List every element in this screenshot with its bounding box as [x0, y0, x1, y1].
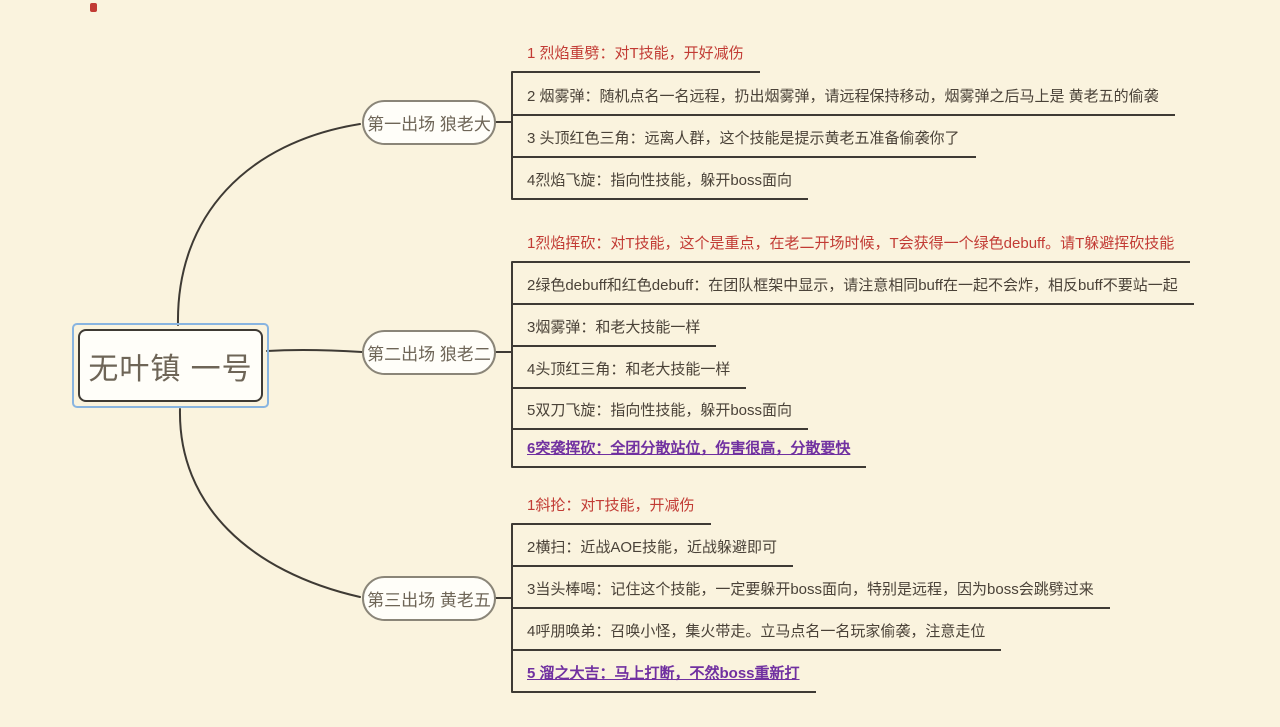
leaf-topic[interactable]: 2 烟雾弹：随机点名一名远程，扔出烟雾弹，请远程保持移动，烟雾弹之后马上是 黄老…	[512, 86, 1175, 116]
leaf-topic[interactable]: 5 溜之大吉：马上打断，不然boss重新打	[512, 663, 816, 693]
leaf-topic[interactable]: 4头顶红三角：和老大技能一样	[512, 359, 747, 389]
leaf-topic[interactable]: 3当头棒喝：记住这个技能，一定要躲开boss面向，特别是远程，因为boss会跳劈…	[512, 579, 1110, 609]
curve-root-to-branch1	[176, 123, 361, 326]
leaf-topic[interactable]: 5双刀飞旋：指向性技能，躲开boss面向	[512, 400, 809, 430]
spine-branch3	[495, 523, 513, 693]
curve-root-to-branch3	[178, 408, 361, 598]
spine-branch2	[495, 261, 513, 468]
red-marker-dot	[90, 3, 97, 12]
branch-topic-yellow-fifth[interactable]: 第三出场 黄老五	[362, 576, 496, 621]
leaf-topic[interactable]: 3烟雾弹：和老大技能一样	[512, 317, 717, 347]
root-topic-selection-outline	[72, 323, 269, 408]
leaf-topic[interactable]: 4烈焰飞旋：指向性技能，躲开boss面向	[512, 170, 809, 200]
branch-topic-wolf-second[interactable]: 第二出场 狼老二	[362, 330, 496, 375]
branch-topic-wolf-boss[interactable]: 第一出场 狼老大	[362, 100, 496, 145]
leaf-topic[interactable]: 4呼朋唤弟：召唤小怪，集火带走。立马点名一名玩家偷袭，注意走位	[512, 621, 1002, 651]
leaf-topic[interactable]: 2横扫：近战AOE技能，近战躲避即可	[512, 537, 794, 567]
root-topic[interactable]: 无叶镇 一号	[78, 329, 263, 402]
leaf-topic[interactable]: 1斜抡：对T技能，开减伤	[512, 495, 711, 525]
leaf-topic[interactable]: 1 烈焰重劈：对T技能，开好减伤	[512, 43, 760, 73]
leaf-topic[interactable]: 1烈焰挥砍：对T技能，这个是重点，在老二开场时候，T会获得一个绿色debuff。…	[512, 233, 1191, 263]
leaf-topic[interactable]: 2绿色debuff和红色debuff：在团队框架中显示，请注意相同buff在一起…	[512, 275, 1194, 305]
leaf-topic[interactable]: 3 头顶红色三角：远离人群，这个技能是提示黄老五准备偷袭你了	[512, 128, 976, 158]
leaf-topic[interactable]: 6突袭挥砍：全团分散站位，伤害很高，分散要快	[512, 438, 867, 468]
spine-branch1	[495, 71, 513, 200]
curve-root-to-branch2	[266, 348, 363, 353]
